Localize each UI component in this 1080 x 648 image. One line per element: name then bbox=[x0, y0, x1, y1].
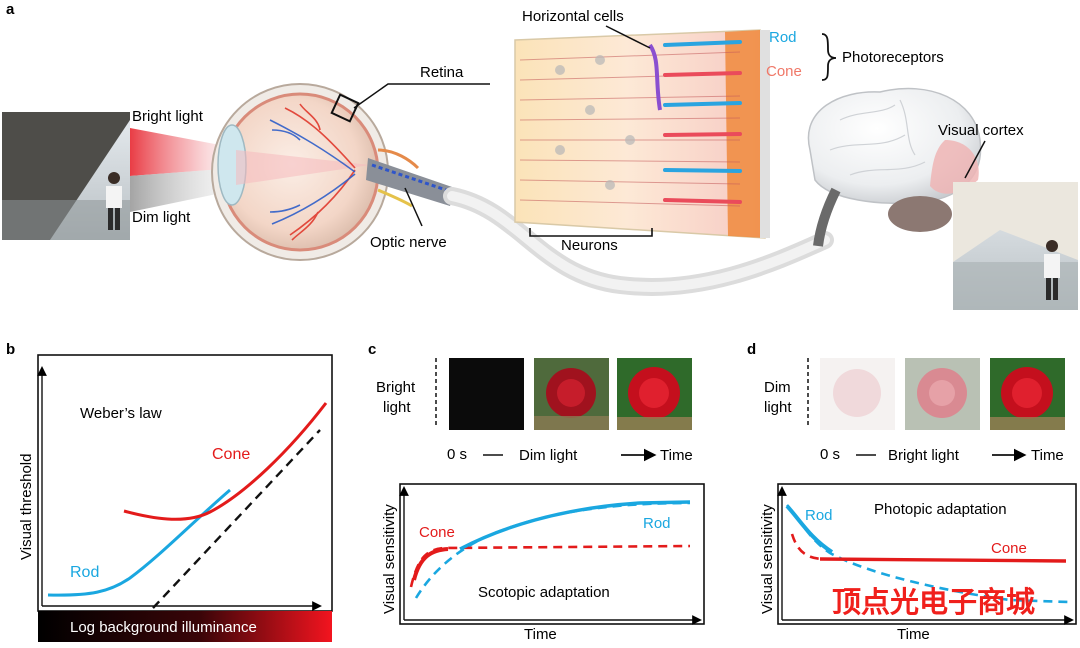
panel-c-photo-rose-clear bbox=[617, 358, 692, 430]
retina-callout-line bbox=[353, 83, 490, 109]
label-dim-light: Dim light bbox=[132, 209, 191, 226]
panel-b: b Visual threshold Log background illumi… bbox=[6, 341, 333, 642]
optic-nerve-callout-line bbox=[404, 187, 423, 227]
panel-c-xlabel: Time bbox=[524, 626, 557, 643]
panel-c-t0: 0 s bbox=[447, 446, 467, 463]
panel-d-condition: Bright light bbox=[888, 447, 960, 464]
panel-c-row-label-2: light bbox=[383, 399, 411, 416]
label-cone: Cone bbox=[766, 63, 802, 80]
panel-d-t0: 0 s bbox=[820, 446, 840, 463]
panel-b-xlabel-bar bbox=[38, 611, 332, 642]
panel-d-letter: d bbox=[747, 341, 756, 358]
panel-d-cone-dashed bbox=[790, 533, 1067, 563]
panel-d-row-label-1: Dim bbox=[764, 379, 791, 396]
label-neurons: Neurons bbox=[561, 237, 618, 254]
panel-c-row-label-1: Bright bbox=[376, 379, 416, 396]
panel-a-letter: a bbox=[6, 1, 15, 18]
bright-light-beam bbox=[130, 128, 236, 176]
panel-b-ylabel: Visual threshold bbox=[18, 454, 35, 560]
panel-d-time-label: Time bbox=[1031, 447, 1064, 464]
dim-light-beam bbox=[130, 168, 236, 212]
panel-c-photo-rose-mid bbox=[534, 358, 609, 430]
eye-illustration bbox=[211, 83, 455, 261]
panel-b-letter: b bbox=[6, 341, 15, 358]
label-optic-nerve: Optic nerve bbox=[370, 234, 447, 251]
panel-b-cone-label: Cone bbox=[212, 446, 250, 463]
panel-c-cone-label: Cone bbox=[419, 524, 455, 541]
panel-d-photo-mid bbox=[905, 358, 980, 430]
panel-d-plot-frame bbox=[777, 483, 1077, 625]
panel-d-cone-label: Cone bbox=[991, 540, 1027, 557]
brain-illustration bbox=[807, 87, 982, 247]
panel-c-caption: Scotopic adaptation bbox=[478, 584, 610, 601]
label-visual-cortex: Visual cortex bbox=[938, 122, 1024, 139]
panel-b-law: Weber’s law bbox=[80, 405, 162, 422]
photo-right bbox=[953, 182, 1078, 310]
panel-d-rod-solid bbox=[785, 504, 834, 554]
label-photoreceptors: Photoreceptors bbox=[842, 49, 944, 66]
panel-b-cone-curve bbox=[123, 402, 328, 521]
panel-c-ylabel: Visual sensitivity bbox=[381, 504, 398, 614]
panel-d-cone-solid bbox=[819, 557, 1067, 563]
panel-d-ylabel: Visual sensitivity bbox=[759, 504, 776, 614]
panel-a: a Bright light Dim light bbox=[2, 1, 1078, 310]
panel-c-time-label: Time bbox=[660, 447, 693, 464]
neurons-bracket bbox=[529, 228, 653, 237]
panel-d-rod-label: Rod bbox=[805, 507, 833, 524]
panel-c-rod-dashed bbox=[414, 501, 691, 599]
retina-block bbox=[514, 29, 770, 239]
horizontal-cells-callout-line bbox=[605, 25, 651, 49]
panel-d-photo-clear bbox=[990, 358, 1065, 430]
label-retina: Retina bbox=[420, 64, 464, 81]
panel-c-rod-solid bbox=[459, 500, 691, 551]
watermark-text: 顶点光电子商城 bbox=[832, 586, 1035, 619]
panel-d-row-label-2: light bbox=[764, 399, 792, 416]
panel-c: c Bright light 0 s Dim light Time Visual… bbox=[368, 341, 705, 643]
panel-d-xlabel: Time bbox=[897, 626, 930, 643]
photoreceptors-brace bbox=[821, 33, 837, 81]
panel-c-cone-solid bbox=[412, 547, 449, 581]
panel-b-xlabel: Log background illuminance bbox=[70, 619, 257, 636]
panel-b-weber-line bbox=[152, 429, 321, 609]
panel-c-plot-frame bbox=[399, 483, 705, 625]
photo-left bbox=[2, 112, 130, 240]
panel-b-rod-label: Rod bbox=[70, 564, 99, 581]
label-horizontal-cells: Horizontal cells bbox=[522, 8, 624, 25]
panel-d-photo-washed bbox=[820, 358, 895, 430]
panel-c-rod-label: Rod bbox=[643, 515, 671, 532]
visual-cortex-callout-line bbox=[964, 140, 986, 179]
panel-d-caption: Photopic adaptation bbox=[874, 501, 1007, 518]
panel-c-photo-dark bbox=[449, 358, 524, 430]
panel-c-letter: c bbox=[368, 341, 376, 358]
label-rod: Rod bbox=[769, 29, 797, 46]
panel-c-condition: Dim light bbox=[519, 447, 578, 464]
panel-d-rod-dashed bbox=[786, 504, 1069, 604]
panel-d: d Dim light 0 s Bright light Time Visual… bbox=[747, 341, 1077, 643]
label-bright-light: Bright light bbox=[132, 108, 204, 125]
panel-b-plot-frame bbox=[37, 354, 333, 612]
